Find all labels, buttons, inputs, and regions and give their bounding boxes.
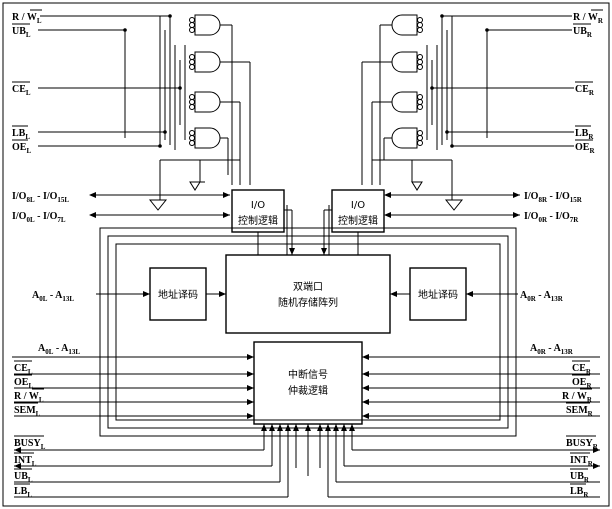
io-left-upper-label: I/O8L - I/O15L bbox=[12, 191, 69, 204]
svg-text:SEML: SEML bbox=[14, 405, 41, 418]
svg-text:LBL: LBL bbox=[14, 486, 32, 499]
right-bottom-control-signals: CER OER R / WR SEMR bbox=[362, 360, 600, 419]
ub-right-label: UBR bbox=[573, 26, 593, 39]
right-and-gate-3 bbox=[391, 91, 418, 113]
svg-text:UBL: UBL bbox=[14, 471, 33, 484]
svg-text:CER: CER bbox=[572, 363, 592, 376]
dual-port-ram-array-block bbox=[225, 254, 391, 334]
io-control-right-line1: I/O bbox=[351, 200, 365, 211]
left-buffers bbox=[148, 159, 240, 211]
interrupt-arbitration-block bbox=[253, 341, 363, 425]
internal-bus-loops bbox=[99, 227, 517, 437]
right-top-wires bbox=[426, 14, 574, 150]
left-and-gate-3 bbox=[194, 91, 221, 113]
left-bottom-control-signals: CEL OEL R / WL SEML bbox=[14, 360, 254, 419]
ram-line2: 随机存储阵列 bbox=[278, 296, 338, 309]
ce-left-label: CEL bbox=[12, 84, 31, 97]
io-right-lower-label: I/O0R - I/O7R bbox=[524, 211, 579, 224]
arbitration-bottom-inputs bbox=[261, 424, 355, 476]
svg-text:INTR: INTR bbox=[570, 455, 594, 468]
rw-right-label: R / WR bbox=[573, 12, 604, 25]
address-left-top-label: A0L - A13L bbox=[32, 290, 74, 303]
right-and-gate-4 bbox=[391, 127, 418, 149]
left-and-gate-4 bbox=[194, 127, 221, 149]
right-bottom-status-signals: BUSYR INTR UBR LBR bbox=[327, 435, 600, 499]
address-right-top-label: A0R - A13R bbox=[520, 290, 564, 303]
io-left-lower-label: I/O0L - I/O7L bbox=[12, 211, 66, 224]
rw-left-label: R / WL bbox=[12, 12, 42, 25]
left-and-gates bbox=[189, 14, 251, 185]
left-buffer-lower bbox=[148, 199, 168, 211]
left-top-labels: R / WL UBL CEL LBL OEL bbox=[12, 9, 42, 155]
oe-right-label: OER bbox=[575, 142, 595, 155]
io-control-right-line2: 控制逻辑 bbox=[338, 214, 378, 227]
left-bottom-status-signals: BUSYL INTL UBL LBL bbox=[14, 435, 289, 499]
right-buffers bbox=[372, 159, 464, 211]
right-and-gate-2 bbox=[391, 51, 418, 73]
right-and-gate-1 bbox=[391, 14, 418, 36]
left-and-gate-1 bbox=[194, 14, 221, 36]
ce-right-label: CER bbox=[575, 84, 595, 97]
left-buffer-upper bbox=[189, 181, 201, 191]
oe-left-label: OEL bbox=[12, 142, 31, 155]
right-io: I/O8R - I/O15R I/O0R - I/O7R bbox=[384, 191, 583, 224]
right-buffer-upper bbox=[411, 181, 423, 191]
right-top-labels: R / WR UBR CER LBR OER bbox=[573, 9, 604, 155]
ram-line1: 双端口 bbox=[293, 280, 323, 293]
io-right-upper-label: I/O8R - I/O15R bbox=[524, 191, 583, 204]
svg-text:CEL: CEL bbox=[14, 363, 33, 376]
io-ram-links bbox=[257, 205, 359, 255]
address-left-bottom-label: A0L - A13L bbox=[38, 343, 80, 356]
left-and-gate-2 bbox=[194, 51, 221, 73]
right-and-gates bbox=[361, 14, 423, 185]
lb-right-label: LBR bbox=[575, 128, 594, 141]
address-decoder-right-label: 地址译码 bbox=[418, 288, 458, 301]
svg-text:UBR: UBR bbox=[570, 471, 590, 484]
svg-text:INTL: INTL bbox=[14, 455, 37, 468]
svg-text:R / WL: R / WL bbox=[14, 391, 44, 404]
address-right-bottom-label: A0R - A13R bbox=[530, 343, 574, 356]
svg-text:BUSYL: BUSYL bbox=[14, 438, 46, 451]
right-buffer-lower bbox=[444, 199, 464, 211]
svg-text:SEMR: SEMR bbox=[566, 405, 594, 418]
address-decoder-left-label: 地址译码 bbox=[158, 288, 198, 301]
left-io: I/O8L - I/O15L I/O0L - I/O7L bbox=[12, 191, 230, 224]
left-top-wires bbox=[38, 14, 186, 150]
io-control-left-line2: 控制逻辑 bbox=[238, 214, 278, 227]
svg-text:LBR: LBR bbox=[570, 486, 589, 499]
svg-text:OEL: OEL bbox=[14, 377, 33, 390]
arbitration-line2: 仲裁逻辑 bbox=[288, 384, 328, 397]
svg-text:OER: OER bbox=[572, 377, 592, 390]
svg-text:R / WR: R / WR bbox=[562, 391, 593, 404]
lb-left-label: LBL bbox=[12, 128, 30, 141]
ub-left-label: UBL bbox=[12, 26, 31, 39]
arbitration-line1: 中断信号 bbox=[288, 368, 328, 381]
io-control-left-line1: I/O bbox=[251, 200, 265, 211]
svg-text:BUSYR: BUSYR bbox=[566, 438, 599, 451]
